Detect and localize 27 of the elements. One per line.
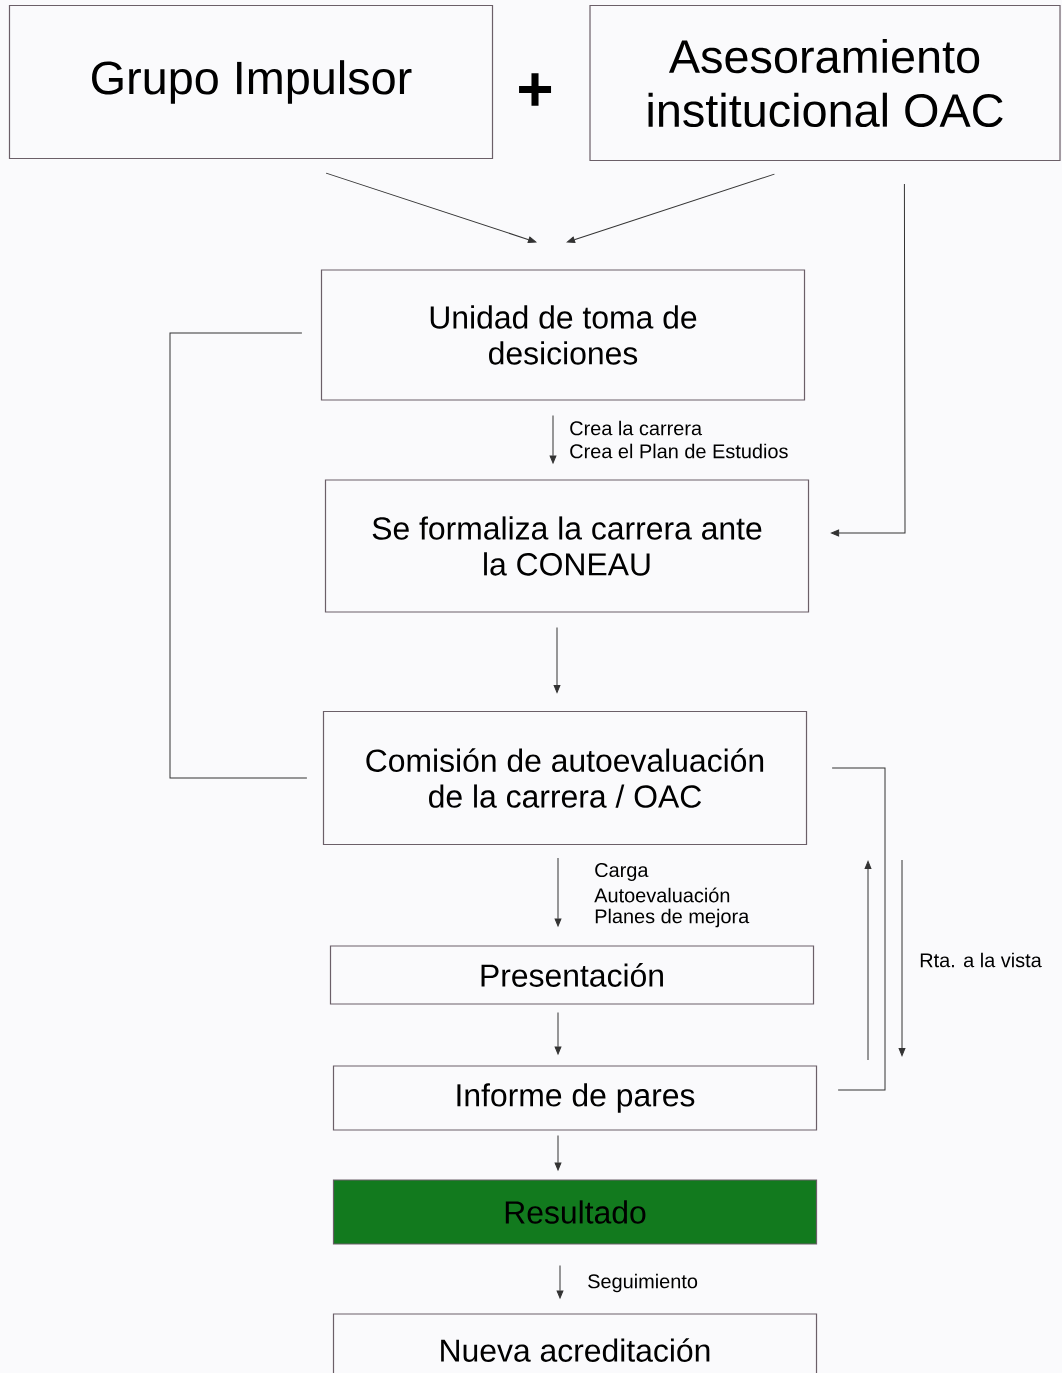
- process-box: Nueva acreditación: [332, 1313, 818, 1373]
- connector-line: [831, 767, 886, 1091]
- note-text: Rta. a la vista: [920, 952, 1042, 968]
- edge-label: Seguimiento: [586, 1272, 699, 1294]
- arrow: [554, 857, 562, 927]
- process-box: Comisión de autoevaluación de la carrera / OAC: [322, 710, 808, 846]
- note-text: Autoevaluación: [594, 887, 730, 903]
- arrow: [556, 1265, 564, 1299]
- process-box: Grupo Impulsor: [8, 4, 494, 160]
- note-text: Planes de mejora: [595, 908, 750, 928]
- plus-sign: +: [519, 73, 552, 106]
- arrow: [325, 172, 537, 243]
- arrow: [831, 183, 906, 537]
- edge-label: Carga: [593, 862, 650, 883]
- arrow: [566, 173, 775, 243]
- result-box: Resultado: [332, 1179, 818, 1245]
- arrow: [549, 415, 557, 464]
- process-box: Presentación: [329, 945, 815, 1005]
- process-box: Unidad de toma de desiciones: [320, 269, 806, 401]
- arrow: [554, 1012, 562, 1055]
- arrow: [553, 627, 561, 694]
- note-text: Crea el Plan de Estudios: [570, 443, 788, 459]
- arrow: [554, 1135, 562, 1171]
- connector-line: [169, 332, 308, 779]
- process-box: Informe de pares: [332, 1065, 818, 1131]
- process-box: Asesoramiento institucional OAC: [589, 4, 1061, 162]
- process-box: Se formaliza la carrera ante la CONEAU: [324, 479, 810, 613]
